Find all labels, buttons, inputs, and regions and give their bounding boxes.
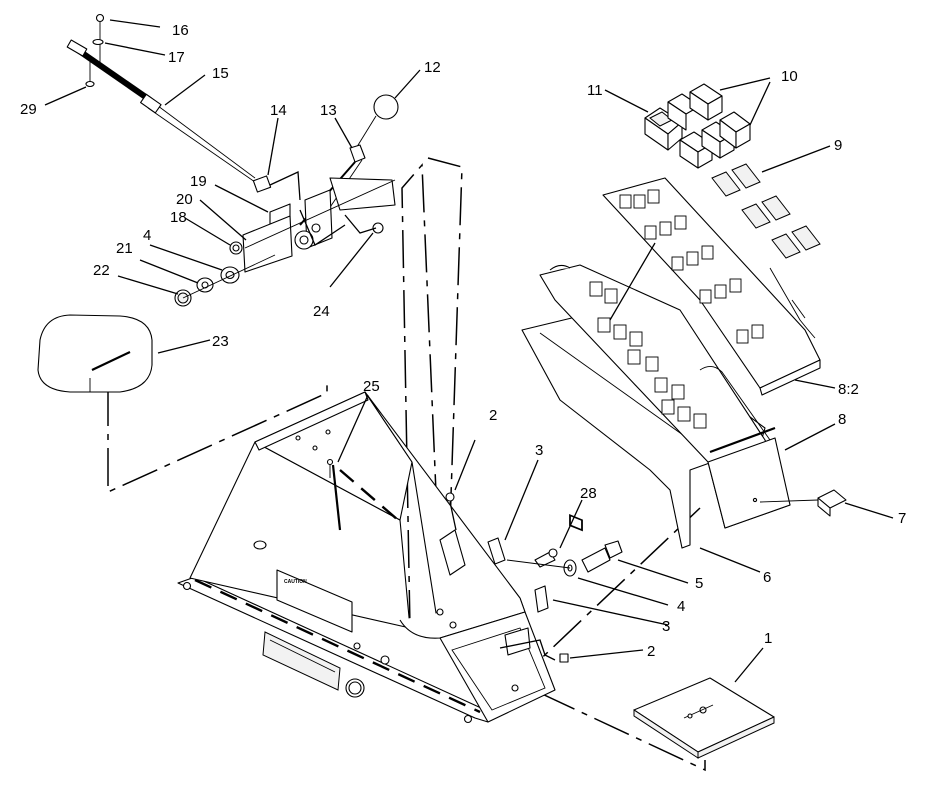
connector	[759, 489, 847, 517]
upper-switch-panel	[602, 177, 821, 396]
callout-7: 7	[898, 510, 906, 527]
callout-4-upper: 4	[143, 227, 151, 244]
lower-panel-slots	[569, 281, 707, 532]
caution-decal: CAUTION	[276, 569, 353, 633]
lower-switch-panel	[539, 264, 791, 532]
callout-6: 6	[763, 569, 771, 586]
callout-14: 14	[270, 102, 287, 119]
callout-3-upper: 3	[535, 442, 543, 459]
console-cover-plate	[633, 677, 775, 759]
callout-5: 5	[695, 575, 703, 592]
callout-17: 17	[168, 49, 185, 66]
callout-24: 24	[313, 303, 330, 320]
switch-11	[644, 107, 683, 151]
callout-10: 10	[781, 68, 798, 85]
callout-21: 21	[116, 240, 133, 257]
rocker-switches	[644, 83, 751, 169]
fasteners	[326, 458, 623, 663]
assembly-phantom-lines	[107, 157, 706, 772]
control-lever-assembly	[66, 13, 399, 307]
caution-decal-text: CAUTION	[284, 579, 307, 585]
callout-25: 25	[363, 378, 380, 395]
callout-9: 9	[834, 137, 842, 154]
callout-4-lower: 4	[677, 598, 685, 615]
console-housing	[177, 391, 556, 724]
callout-8-2: 8:2	[838, 381, 859, 398]
callout-23: 23	[212, 333, 229, 350]
callout-2-upper: 2	[489, 407, 497, 424]
callout-20: 20	[176, 191, 193, 208]
callout-16: 16	[172, 22, 189, 39]
callout-18: 18	[170, 209, 187, 226]
callout-29: 29	[20, 101, 37, 118]
callout-13: 13	[320, 102, 337, 119]
upper-panel-slots	[619, 189, 764, 344]
callout-2-lower: 2	[647, 643, 655, 660]
callout-12: 12	[424, 59, 441, 76]
callout-11: 11	[587, 82, 603, 99]
blank-plugs	[711, 163, 821, 259]
callout-8: 8	[838, 411, 846, 428]
callout-labels: 1 2 2 3 3 4 4 5 6 7 8 8:2 9 10 11 12 13 …	[20, 22, 906, 660]
callout-1: 1	[764, 630, 772, 647]
armrest-pad	[37, 314, 153, 393]
callout-22: 22	[93, 262, 110, 279]
callout-3-lower: 3	[662, 618, 670, 635]
callout-15: 15	[212, 65, 229, 82]
leader-lines	[44, 19, 894, 683]
callout-28: 28	[580, 485, 597, 502]
callout-19: 19	[190, 173, 207, 190]
switch-group-10	[667, 83, 751, 169]
